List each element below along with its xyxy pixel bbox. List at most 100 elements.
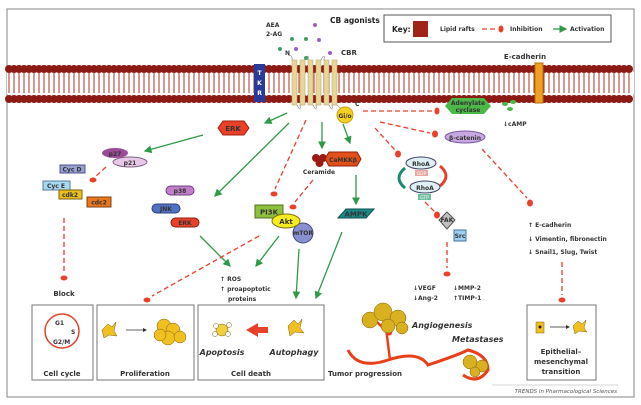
snail-text: ↓ Snail1, Slug, Twist <box>528 249 597 256</box>
g2m-label: G2/M <box>53 339 70 346</box>
proapoptotic-text: ↑ proapoptotic <box>220 286 271 293</box>
metastases-label: Metastases <box>452 335 504 344</box>
timp1-text: ↑TIMP-1 <box>453 295 481 302</box>
akt <box>271 213 301 229</box>
cb-agonists-label: CB agonists <box>330 16 380 25</box>
jnk-label: JNK <box>159 206 172 213</box>
src-label: Src <box>455 233 466 240</box>
aea-label: AEA <box>266 22 280 29</box>
proliferation-box: Proliferation <box>96 304 195 381</box>
source-credit: TRENDS in Pharmacological Sciences <box>515 389 617 395</box>
erk-mapk-label: ERK <box>178 220 192 227</box>
cyc-e-label: Cyc E <box>47 183 65 190</box>
autophagy-cell-icon <box>287 318 305 337</box>
c-terminus-label: C <box>355 101 360 108</box>
rhoa-cycle: RhoA GDP RhoA GTP <box>397 156 448 201</box>
cdc2 <box>86 196 112 208</box>
camp-molecules <box>502 100 516 111</box>
2ag-label: 2-AG <box>266 31 282 38</box>
gtp-label: GTP <box>420 195 429 201</box>
emt-label-3: transition <box>542 368 581 376</box>
cell-death-label: Cell death <box>231 370 271 378</box>
key-activation: Activation <box>570 26 604 33</box>
ros-text: ↑ ROS <box>220 276 241 283</box>
tkr-letter-t: T <box>257 70 262 77</box>
erk-node <box>217 120 250 136</box>
cyc-e <box>42 180 71 191</box>
p21-label: p21 <box>124 160 137 167</box>
cell-cycle-label: Cell cycle <box>43 370 80 378</box>
p38 <box>165 185 195 196</box>
gio-label: Gi/o <box>338 113 351 120</box>
camp-label: ↓cAMP <box>503 121 527 128</box>
mtor <box>292 222 314 244</box>
vegf-text: ↓VEGF <box>413 285 436 292</box>
erk-mapk <box>170 217 200 228</box>
adenylate-cyclase-label-1: Adenylate <box>451 100 485 107</box>
camkk-label: CaMKKβ <box>329 157 358 164</box>
s-label: S <box>71 329 75 336</box>
p27-label: p27 <box>109 151 122 158</box>
adenylate-cyclase-label-2: cyclase <box>456 107 481 114</box>
emt-label-2: mesenchymal <box>534 358 588 366</box>
key-inhibition: Inhibition <box>510 26 543 33</box>
adenylate-cyclase <box>445 98 491 114</box>
pi3k-label: PI3K <box>260 209 279 217</box>
ang2-text: ↓Ang-2 <box>413 295 438 302</box>
beta-catenin-label: β-catenin <box>449 135 481 142</box>
lipid-head <box>625 65 633 73</box>
apoptosis-label: Apoptosis <box>199 348 245 357</box>
e-cadherin-label: E-cadherin <box>504 53 546 61</box>
proliferation-label: Proliferation <box>120 370 170 378</box>
apoptosis-cell-icon <box>212 322 232 337</box>
red-arrow-icon <box>246 323 268 337</box>
lipid-raft-icon <box>413 21 428 37</box>
n-terminus-label: N <box>285 50 290 57</box>
g1-label: G1 <box>55 320 64 327</box>
cyc-d <box>59 164 86 174</box>
legend-key: Key: Lipid rafts Inhibition Activation <box>383 14 612 43</box>
camkk-node <box>324 151 362 167</box>
rhoa-gdp-label: RhoA <box>412 161 430 168</box>
agonist-molecules <box>278 23 332 60</box>
key-lipid-rafts: Lipid rafts <box>440 26 475 33</box>
tkr-letter-r: R <box>257 90 262 97</box>
ampk-node <box>336 208 376 219</box>
pi3k <box>254 204 284 219</box>
gdp-label: GDP <box>417 171 427 177</box>
cell-death-box: Apoptosis Autophagy Cell death <box>197 304 325 381</box>
cb-receptor <box>287 54 348 114</box>
cdk2-label: cdk2 <box>62 192 78 199</box>
tumor-cell-icon <box>101 318 187 346</box>
inhibition-icon <box>498 25 504 33</box>
p21 <box>112 156 148 168</box>
inhibition-arrows <box>60 107 566 303</box>
e-cadherin-protein <box>534 62 544 104</box>
cyc-d-label: Cyc D <box>63 167 82 174</box>
block-label: Block <box>53 290 75 298</box>
mmp2-text: ↓MMP-2 <box>453 285 481 292</box>
lipid-head <box>625 95 633 103</box>
angiogenesis-label: Angiogenesis <box>411 321 473 330</box>
cell-cycle-icon <box>44 313 80 349</box>
vimentin-text: ↓ Vimentin, fibronectin <box>528 236 607 243</box>
erk-label: ERK <box>225 125 241 133</box>
rhoa-gtp-label: RhoA <box>416 185 434 192</box>
cdc2-label: cdc2 <box>91 200 107 207</box>
mtor-label: mTOR <box>293 230 313 237</box>
cell-cycle-box: G1 S G2/M Cell cycle <box>31 304 94 381</box>
ceramide-icon <box>312 154 327 167</box>
tumor-progression: Angiogenesis Metastases Tumor progressio… <box>328 302 504 381</box>
ampk-label: AMPK <box>345 211 369 219</box>
fak <box>438 211 456 230</box>
tkr-receptor: T K R <box>254 64 265 102</box>
fak-label: FAK <box>441 217 454 224</box>
proteins-text: proteins <box>228 296 257 303</box>
cbr-label: CBR <box>341 49 357 57</box>
p38-label: p38 <box>174 188 187 195</box>
key-title: Key: <box>392 25 411 34</box>
akt-label: Akt <box>279 218 293 226</box>
beta-catenin <box>444 130 486 144</box>
jnk <box>151 203 181 214</box>
